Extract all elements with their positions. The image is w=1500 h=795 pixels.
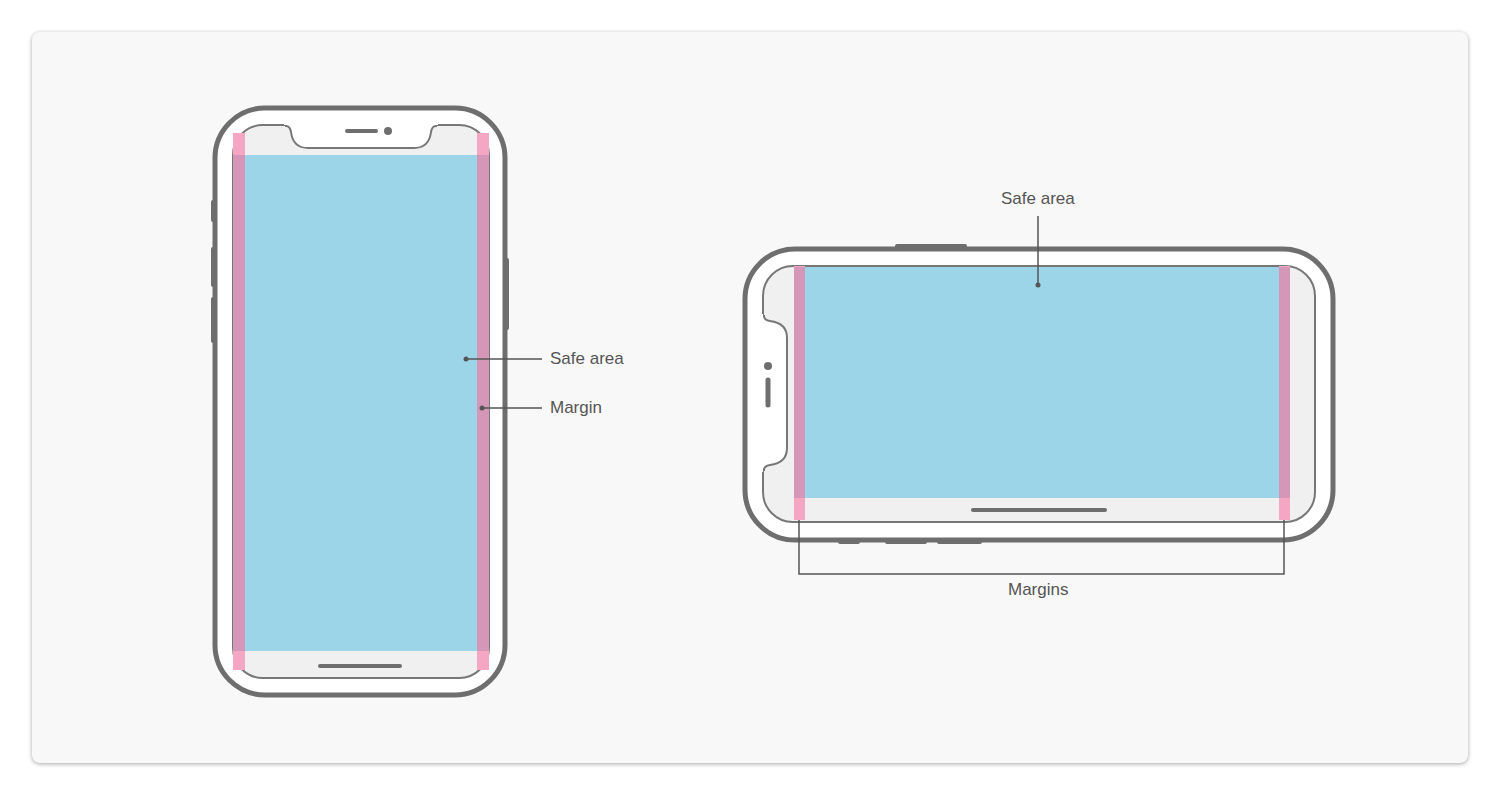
- bracket-label: Margins: [1008, 580, 1068, 600]
- callout-label: Safe area: [1001, 189, 1075, 209]
- callout-label: Safe area: [550, 349, 624, 369]
- callout-label: Margin: [550, 398, 602, 418]
